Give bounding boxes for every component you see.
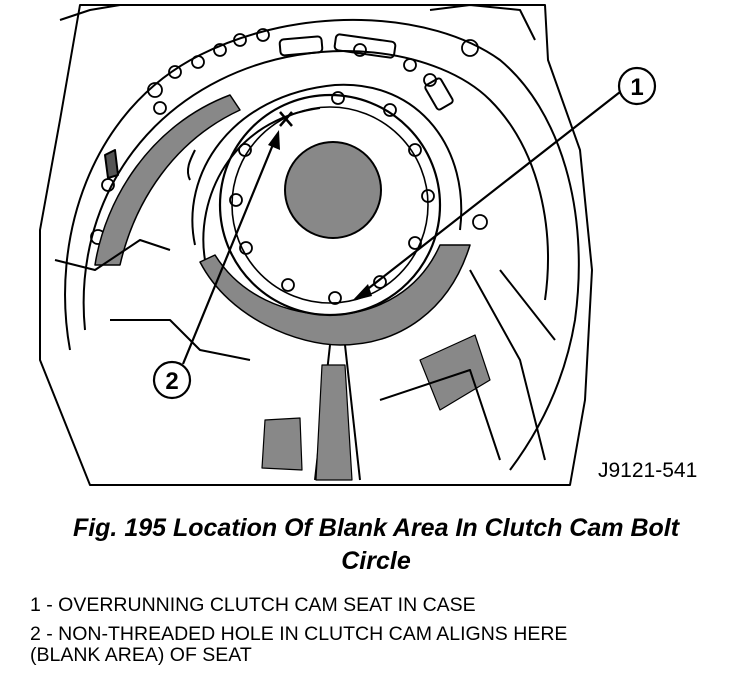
transmission-case-diagram: 1 2 J9121-541 <box>39 4 697 486</box>
callout-1-circle <box>617 66 657 106</box>
cam-hub <box>284 141 382 239</box>
case-outer-ring <box>64 18 580 471</box>
shaded-rib-center <box>315 364 353 481</box>
callout-1: 1 <box>352 66 657 301</box>
legend-entry-2-continuation: (BLANK AREA) OF SEAT <box>30 644 252 666</box>
figure-legend: 1 - OVERRUNNING CLUTCH CAM SEAT IN CASE … <box>30 594 750 673</box>
cam-bolt-holes <box>229 91 435 305</box>
callout-2-circle <box>152 360 192 400</box>
cam-seat-shaded-area <box>199 244 471 346</box>
shaded-sector-left <box>94 94 241 266</box>
figure-code: J9121-541 <box>598 459 697 482</box>
clutch-cam <box>218 93 442 317</box>
caption-line-2: Circle <box>341 547 411 575</box>
case-housing-outline <box>39 4 593 486</box>
callout-2-number: 2 <box>165 368 178 395</box>
legend-entry-1: 1 - OVERRUNNING CLUTCH CAM SEAT IN CASE <box>30 594 750 617</box>
legend-entry-2: 2 - NON-THREADED HOLE IN CLUTCH CAM ALIG… <box>30 623 750 667</box>
caption-line-1: Fig. 195 Location Of Blank Area In Clutc… <box>72 514 680 542</box>
shaded-block-left <box>261 417 303 471</box>
callout-1-number: 1 <box>630 74 643 101</box>
legend-entry-1-text: 1 - OVERRUNNING CLUTCH CAM SEAT IN CASE <box>30 594 476 616</box>
shaded-block-right <box>419 334 491 411</box>
blank-area-mark <box>279 111 293 127</box>
clutch-cam-seat-ring <box>191 83 463 246</box>
legend-entry-2-text: 2 - NON-THREADED HOLE IN CLUTCH CAM ALIG… <box>30 623 568 645</box>
leader-arrow-1 <box>359 91 621 296</box>
leader-arrow-2 <box>181 141 276 365</box>
figure-caption: Fig. 195 Location Of Blank Area In Clutc… <box>0 512 752 578</box>
callout-2: 2 <box>152 130 280 400</box>
